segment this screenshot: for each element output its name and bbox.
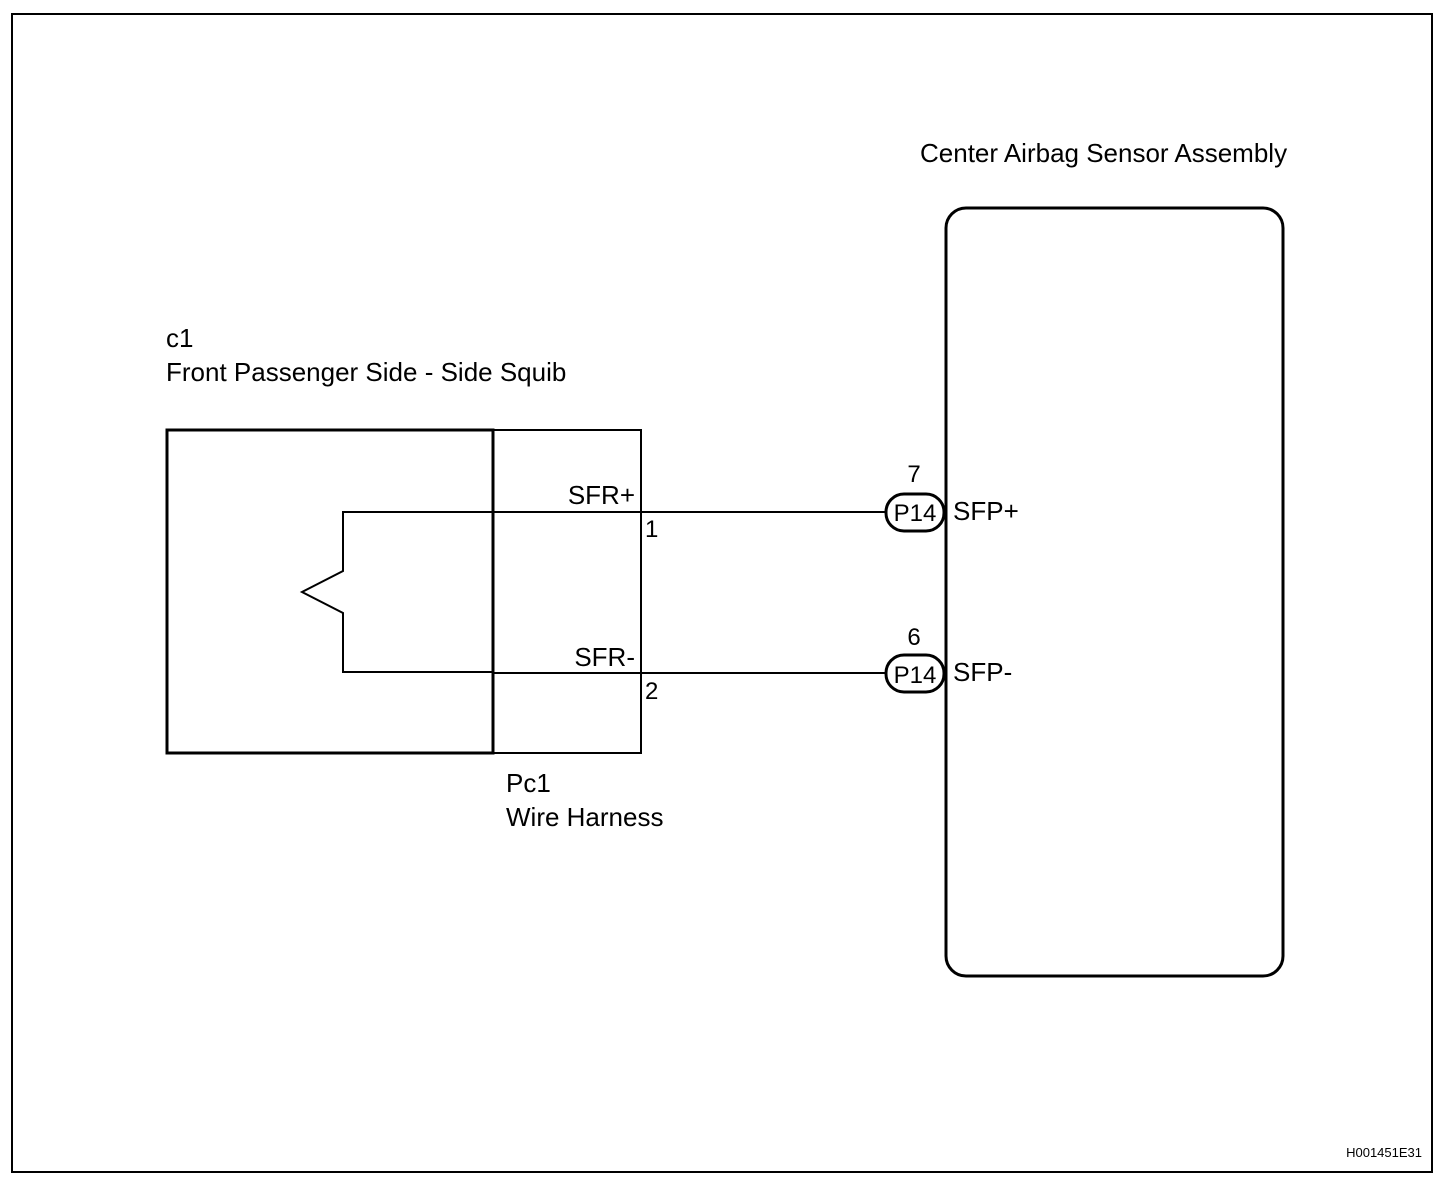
harness-code-label: Pc1 xyxy=(506,768,551,798)
diagram-frame xyxy=(11,13,1433,1173)
sensor-pin-6: 6 xyxy=(907,624,920,651)
harness-pin-2: 2 xyxy=(645,678,658,705)
squib-code-label: c1 xyxy=(166,323,193,353)
squib-name-label: Front Passenger Side - Side Squib xyxy=(166,357,566,387)
connector-p14-label-2: P14 xyxy=(894,662,937,689)
sensor-name-label: Center Airbag Sensor Assembly xyxy=(920,138,1287,168)
harness-label-sfr-minus: SFR- xyxy=(574,642,635,672)
terminal-sfp-minus: SFP- xyxy=(953,657,1012,687)
harness-label-sfr-plus: SFR+ xyxy=(568,480,635,510)
terminal-sfp-plus: SFP+ xyxy=(953,496,1019,526)
harness-name-label: Wire Harness xyxy=(506,802,663,832)
figure-reference: H001451E31 xyxy=(1346,1145,1422,1160)
squib-box xyxy=(165,428,495,755)
connector-p14-pin7 xyxy=(884,492,946,533)
harness-connector-box xyxy=(492,429,642,754)
harness-pin-1: 1 xyxy=(645,516,658,543)
connector-p14-label-1: P14 xyxy=(894,500,937,527)
squib-element-symbol xyxy=(299,511,493,673)
center-airbag-sensor-box xyxy=(944,206,1285,978)
connector-p14-pin6 xyxy=(884,653,946,694)
sensor-pin-7: 7 xyxy=(907,461,920,488)
